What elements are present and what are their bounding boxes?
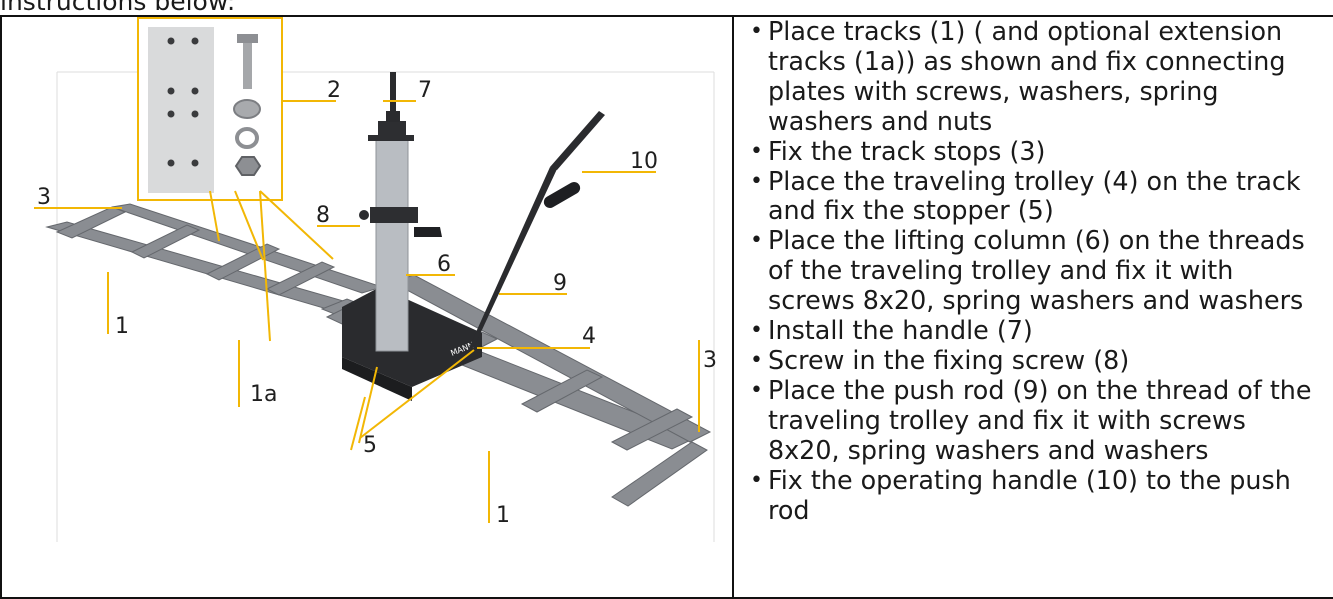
step-3: Place the traveling trolley (4) on the t… (750, 166, 1323, 227)
callout-label-1a: 1a (250, 382, 277, 407)
assembly-figure: MANN (2, 17, 722, 587)
instruction-steps: Place tracks (1) ( and optional extensio… (734, 16, 1333, 526)
instruction-table: MANN (0, 15, 1333, 599)
trolley-side (342, 357, 412, 401)
step-5: Install the handle (7) (750, 315, 1323, 346)
column-cap (368, 135, 414, 141)
handle-grip (543, 182, 581, 209)
washer-icon (233, 99, 261, 119)
callout-lines (34, 100, 700, 523)
figure-cell: MANN (0, 15, 734, 599)
step-4: Place the lifting column (6) on the thre… (750, 225, 1323, 316)
spring-washer-icon (235, 127, 259, 149)
callout-label-3-right: 3 (703, 348, 717, 373)
callout-label-1-left: 1 (115, 314, 129, 339)
fixing-screw-8 (359, 210, 369, 220)
plate-holes (167, 37, 199, 167)
page-heading: instructions below: (0, 0, 236, 16)
callout-label-5: 5 (363, 433, 377, 458)
callout-label-6: 6 (437, 252, 451, 277)
steps-cell: Place tracks (1) ( and optional extensio… (732, 15, 1333, 599)
callout-label-10: 10 (630, 149, 658, 174)
callout-label-8: 8 (316, 203, 330, 228)
assembly-diagram: MANN (34, 17, 717, 542)
callout-label-1-right: 1 (496, 503, 510, 528)
screw-shank (243, 43, 252, 89)
step-2: Fix the track stops (3) (750, 136, 1323, 167)
callout-label-7: 7 (418, 78, 432, 103)
column-slider (370, 207, 418, 223)
handle-7 (390, 72, 396, 122)
lifting-column (375, 135, 409, 352)
screw-head (237, 34, 258, 43)
support-plate (414, 227, 442, 237)
push-rod (468, 167, 557, 350)
step-8: Fix the operating handle (10) to the pus… (750, 465, 1323, 526)
callout-label-9: 9 (553, 271, 567, 296)
column-top (378, 121, 406, 137)
callout-label-3-left: 3 (37, 185, 51, 210)
step-1: Place tracks (1) ( and optional extensio… (750, 16, 1323, 137)
handle-7-base (386, 111, 400, 122)
operating-handle (550, 111, 605, 170)
step-6: Screw in the fixing screw (8) (750, 345, 1323, 376)
step-7: Place the push rod (9) on the thread of … (750, 375, 1323, 466)
instruction-row: MANN (0, 15, 1333, 599)
callout-label-4: 4 (582, 324, 596, 349)
nut-icon (234, 156, 262, 176)
callout-label-2: 2 (327, 78, 341, 103)
extension-track (45, 203, 384, 310)
connection-plate (148, 27, 214, 193)
